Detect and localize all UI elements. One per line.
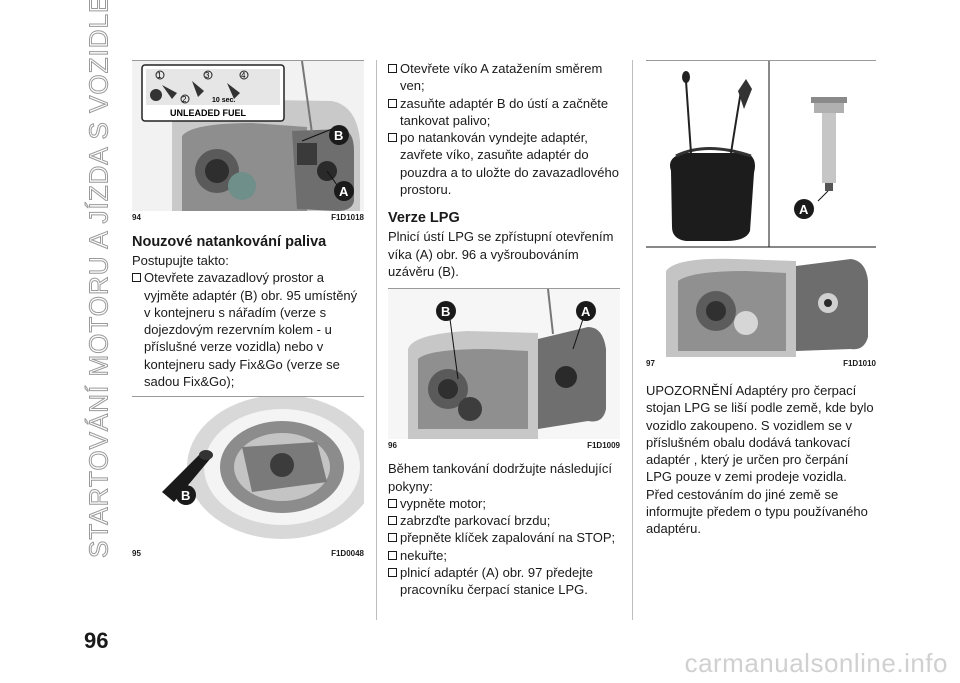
section-heading-emergency-refuel: Nouzové natankování paliva (132, 234, 327, 250)
list-item: po natankován vyndejte adaptér, zavřete … (388, 129, 620, 198)
adapter-pouch (670, 153, 755, 241)
figure-95: B 95 F1D0048 (132, 396, 364, 558)
svg-text:2: 2 (182, 95, 187, 104)
section-heading-lpg: Verze LPG (388, 210, 460, 227)
unleaded-fuel-label: UNLEADED FUEL (170, 108, 247, 118)
svg-text:3: 3 (205, 71, 210, 80)
svg-text:B: B (181, 488, 190, 503)
figure-97-caption: 97 F1D1010 (646, 359, 876, 368)
label-b-marker (436, 301, 456, 322)
lpg-inlet-illustration: B A (388, 289, 620, 440)
adapter-b-item (162, 452, 210, 503)
svg-text:A: A (799, 202, 809, 217)
lpg-adapter-illustration: A (646, 61, 876, 357)
column-1: 1 2 3 4 10 sec. UNLEADED FUEL B A 94 F1D (132, 60, 364, 558)
checkbox-bullet-icon (388, 133, 397, 143)
label-a-marker (794, 199, 814, 219)
spare-wheel-illustration: B (132, 397, 364, 548)
fuel-flap-illustration: 1 2 3 4 10 sec. UNLEADED FUEL B A (132, 61, 364, 211)
label-a-marker (576, 301, 596, 322)
svg-text:B: B (441, 304, 450, 319)
svg-text:1: 1 (157, 71, 162, 80)
checkbox-bullet-icon (388, 98, 397, 108)
svg-text:4: 4 (241, 71, 246, 80)
list-item: Otevřete zavazadlový prostor a vyjměte a… (132, 269, 364, 390)
list-item: Otevřete víko A zatažením směrem ven; (388, 60, 620, 95)
list-item: přepněte klíček zapalování na STOP; (388, 529, 620, 546)
label-b-marker (176, 485, 196, 506)
pump-icon (150, 89, 162, 101)
checkbox-bullet-icon (388, 568, 397, 578)
checkbox-bullet-icon (388, 498, 397, 508)
column-divider-2 (632, 60, 633, 620)
label-b-marker (329, 125, 349, 145)
checkbox-bullet-icon (388, 533, 397, 543)
column-3: A 97 F1D1010 UPOZORNĚNÍ Adaptéry pro čer… (646, 60, 876, 538)
watermark-link[interactable]: carmanualsonline.info (684, 648, 948, 678)
svg-text:A: A (581, 304, 591, 319)
lpg-text: Plnicí ústí LPG se zpřístupní otevřením … (388, 229, 614, 279)
list-item: nekuřte; (388, 547, 620, 564)
figure-94-caption: 94 F1D1018 (132, 213, 364, 222)
figure-94: 1 2 3 4 10 sec. UNLEADED FUEL B A 94 F1D (132, 60, 364, 222)
list-item: plnicí adaptér (A) obr. 97 předejte prac… (388, 564, 620, 599)
list-item: zabrzďte parkovací brzdu; (388, 512, 620, 529)
list-item: zasuňte adaptér B do ústí a začněte tank… (388, 95, 620, 130)
bullet-list-1: Otevřete zavazadlový prostor a vyjměte a… (132, 269, 364, 390)
column-divider-1 (376, 60, 377, 620)
checkbox-bullet-icon (388, 516, 397, 526)
checkbox-bullet-icon (388, 550, 397, 560)
figure-97: A 97 F1D1010 (646, 60, 876, 368)
page-number: 96 (84, 628, 109, 653)
column-2: Otevřete víko A zatažením směrem ven; za… (388, 60, 620, 599)
checkbox-bullet-icon (388, 64, 397, 73)
chapter-side-title: STARTOVÁNÍ MOTORU A JÍZDA S VOZIDLEM (83, 0, 114, 558)
figure-96-caption: 96 F1D1009 (388, 441, 620, 451)
bullet-list-2: Otevřete víko A zatažením směrem ven; za… (388, 60, 620, 198)
checkbox-bullet-icon (132, 273, 141, 283)
figure-96: B A 96 F1D1009 (388, 288, 620, 450)
label-a-marker (334, 181, 354, 201)
step-icons: 1 2 3 4 (155, 70, 249, 104)
list-item: vypněte motor; (388, 495, 620, 512)
bullet-list-3: vypněte motor; zabrzďte parkovací brzdu;… (388, 495, 620, 599)
refuel-instructions-intro: Během tankování dodržujte následující po… (388, 461, 613, 494)
lpg-adapter-warning: UPOZORNĚNÍ Adaptéry pro čerpací stojan L… (646, 383, 874, 537)
ten-sec-label: 10 sec. (212, 97, 235, 104)
figure-95-caption: 95 F1D0048 (132, 549, 364, 559)
section-intro: Postupujte takto: (132, 253, 229, 268)
svg-text:A: A (339, 184, 349, 199)
svg-text:B: B (334, 128, 343, 143)
